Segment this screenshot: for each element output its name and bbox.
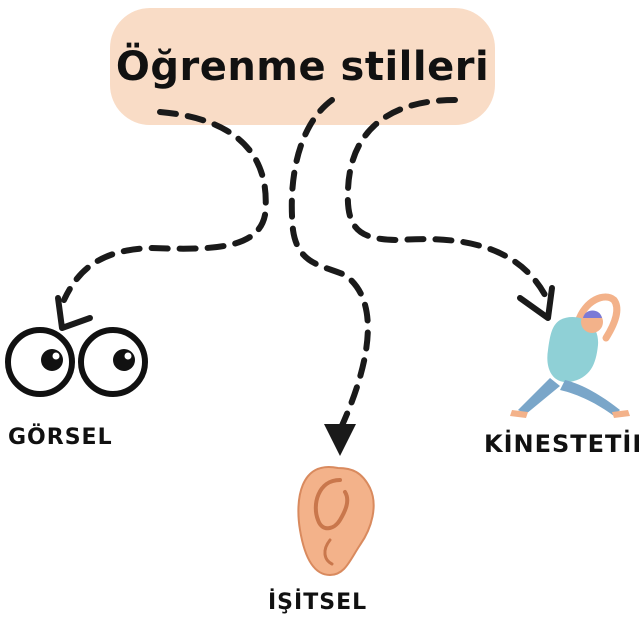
arrowhead-isitsel xyxy=(324,424,356,456)
ear-icon xyxy=(297,465,375,577)
arrow-to-isitsel xyxy=(288,97,371,433)
arrow-to-gorsel xyxy=(61,109,269,303)
eyes-icon xyxy=(5,327,148,397)
arrowhead-kinestetik xyxy=(517,285,555,321)
diagram-title: Öğrenme stilleri xyxy=(115,43,490,90)
stretching-person-icon xyxy=(510,293,630,418)
label-gorsel: GÖRSEL xyxy=(8,425,113,450)
label-kinestetik: KİNESTETİK xyxy=(484,430,639,458)
label-isitsel: İŞİTSEL xyxy=(268,590,368,615)
arrowhead-gorsel xyxy=(55,295,93,331)
arrow-to-kinestetik xyxy=(344,97,548,298)
title-box: Öğrenme stilleri xyxy=(110,8,495,125)
